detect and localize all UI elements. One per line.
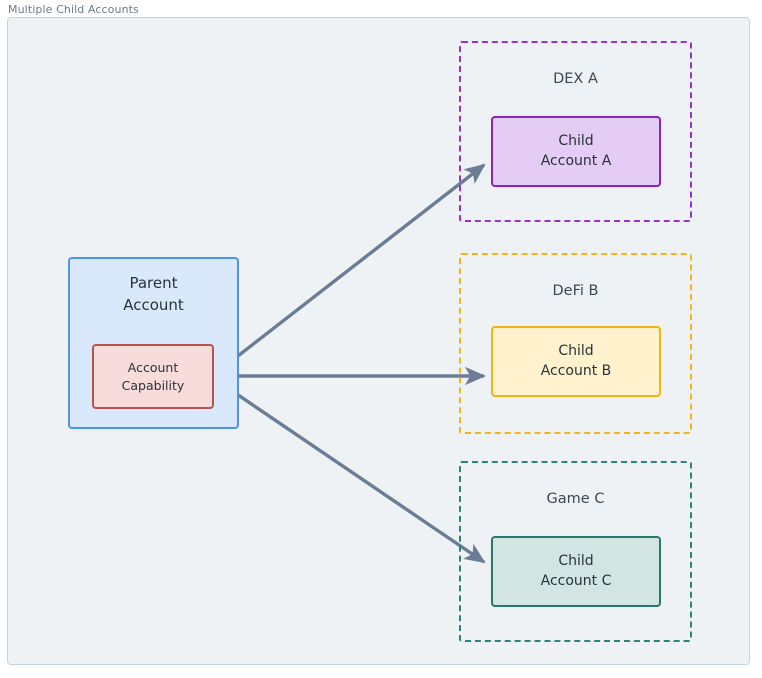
group-defi-b-title: DeFi B <box>552 283 599 299</box>
account-capability-node[interactable]: Account Capability <box>92 344 214 409</box>
group-dex-a-title: DEX A <box>553 71 598 87</box>
child-account-b-label-line2: Account B <box>540 362 612 379</box>
child-account-a-node[interactable]: Child Account A <box>491 116 661 187</box>
child-account-c-label-line2: Account C <box>540 572 612 589</box>
group-game-c-title: Game C <box>546 491 605 507</box>
parent-account-label-line2: Account <box>123 295 184 314</box>
group-dex-a: DEX A <box>459 41 692 222</box>
account-capability-label-line2: Capability <box>121 377 185 393</box>
child-account-a-label-line2: Account A <box>540 152 612 169</box>
child-account-c-node[interactable]: Child Account C <box>491 536 661 607</box>
child-account-b-node[interactable]: Child Account B <box>491 326 661 397</box>
group-defi-b: DeFi B <box>459 253 692 434</box>
child-account-b-label-line1: Child <box>558 342 594 359</box>
child-account-a-label-line1: Child <box>558 132 594 149</box>
account-capability-label-line1: Account <box>127 360 179 375</box>
parent-account-label-line1: Parent <box>129 274 178 292</box>
group-game-c: Game C <box>459 461 692 642</box>
frame-title: Multiple Child Accounts <box>8 3 139 16</box>
child-account-c-label-line1: Child <box>558 552 594 569</box>
